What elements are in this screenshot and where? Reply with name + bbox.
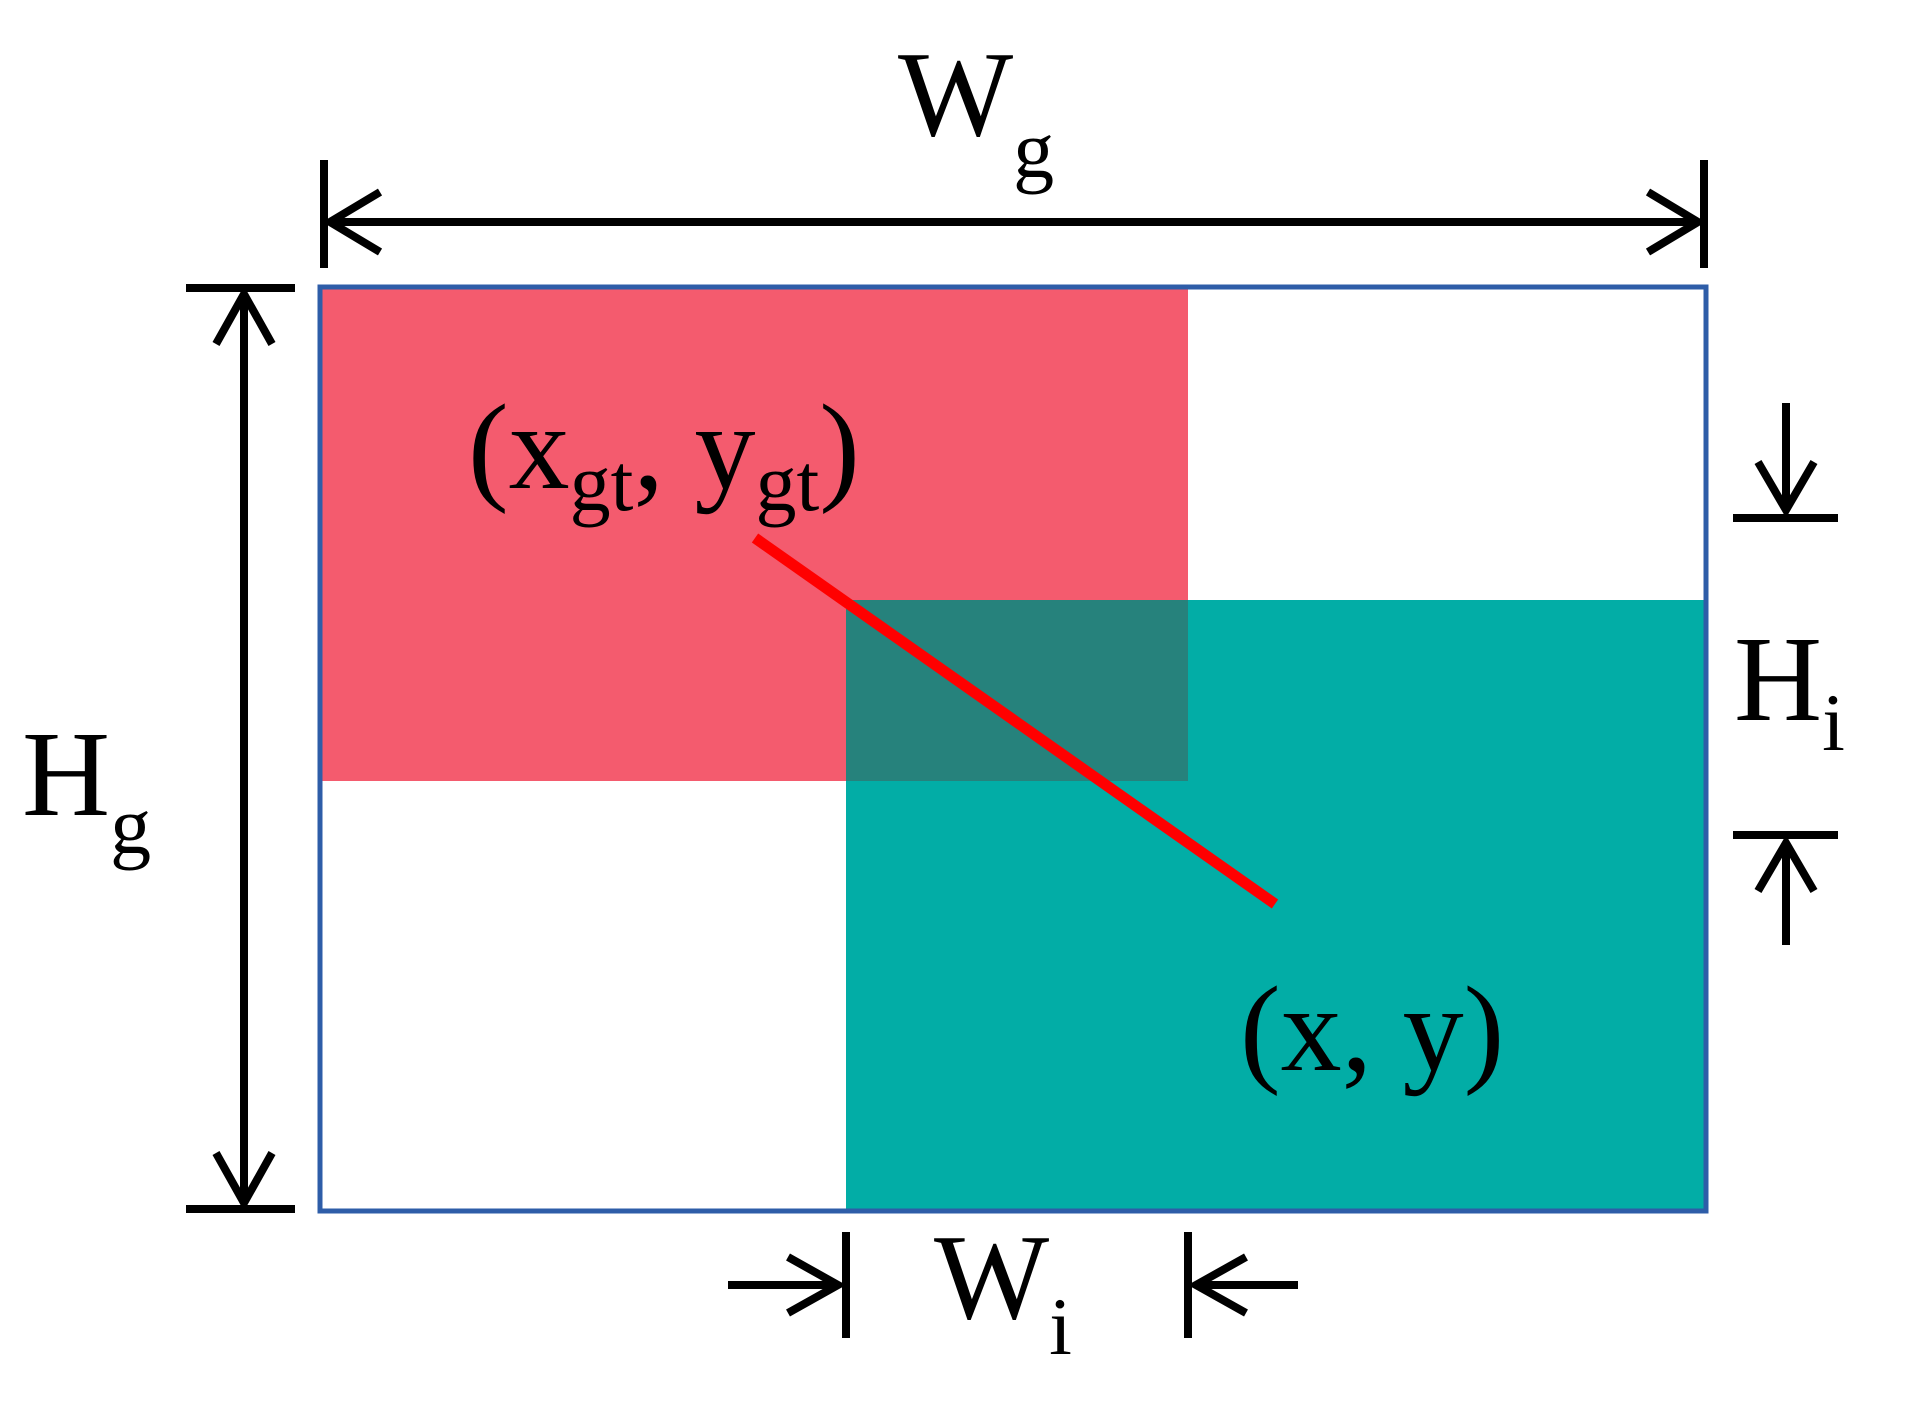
hi-label: Hi — [1734, 612, 1845, 768]
gt-center-sub-y: gt — [755, 437, 819, 528]
wg-label-sub: g — [1013, 104, 1054, 195]
gt-center-sub-x: gt — [570, 437, 634, 528]
enclosing-box-frame — [317, 284, 1709, 1214]
center-distance-line — [751, 533, 1279, 909]
wg-label: Wg — [898, 27, 1054, 195]
hg-label-main: H — [22, 707, 110, 842]
hg-dimension-arrow — [186, 284, 295, 1213]
wi-dimension-arrows — [728, 1232, 1298, 1338]
wg-label-main: W — [898, 27, 1013, 162]
hi-label-sub: i — [1822, 677, 1845, 768]
pred-center-label: (x, y) — [1240, 962, 1504, 1097]
wi-label: Wi — [934, 1210, 1072, 1372]
hi-label-main: H — [1734, 612, 1822, 747]
gt-center-mid: , y — [633, 380, 755, 515]
intersection-region — [846, 600, 1188, 781]
gt-center-close: ) — [819, 380, 860, 515]
gt-center-label: (xgt, ygt) — [468, 380, 860, 528]
wi-label-sub: i — [1049, 1281, 1072, 1372]
hi-dimension-arrows — [1733, 403, 1838, 945]
gt-center-open: (x — [468, 380, 570, 515]
hg-label-sub: g — [110, 780, 151, 871]
wg-dimension-arrow — [320, 160, 1708, 268]
hg-label: Hg — [22, 707, 151, 871]
wi-label-main: W — [934, 1210, 1049, 1345]
